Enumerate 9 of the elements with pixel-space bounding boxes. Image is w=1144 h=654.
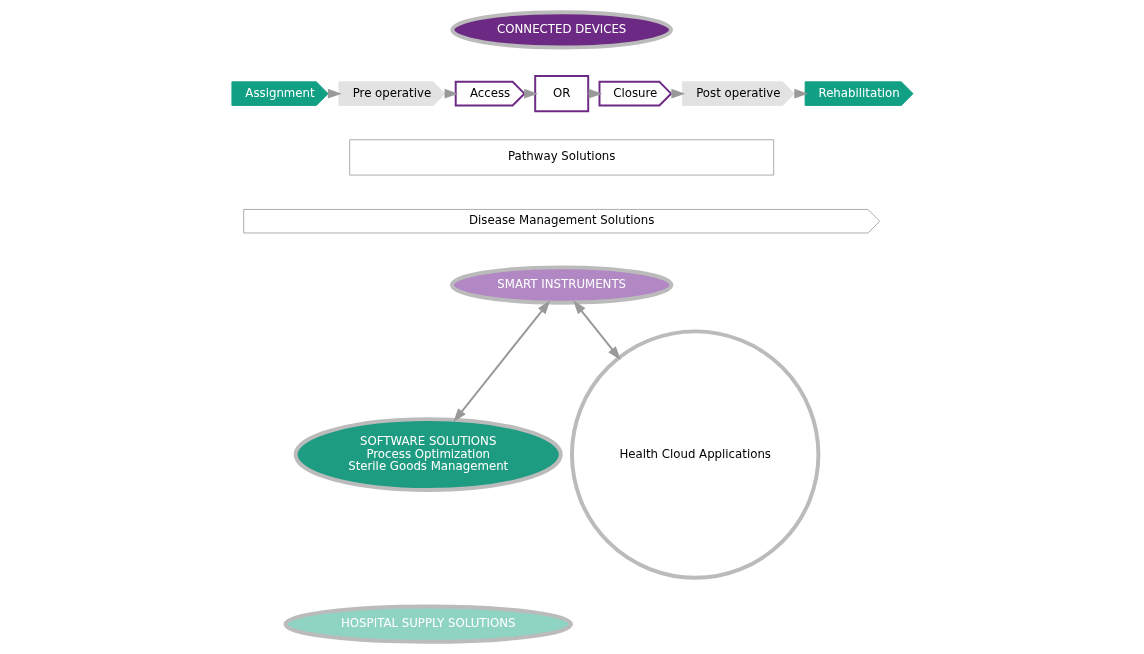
- node-circle: Health Cloud Applications: [569, 329, 820, 580]
- arrow: [572, 300, 621, 360]
- node-ellipse: HOSPITAL SUPPLY SOLUTIONS: [283, 604, 573, 644]
- node-ellipse: SOFTWARE SOLUTIONS Process Optimization Sterile Goods Management: [293, 417, 563, 492]
- node-ellipse: CONNECTED DEVICES: [449, 10, 673, 50]
- node-box: Pathway Solutions: [348, 139, 774, 176]
- arrow: [586, 88, 602, 99]
- node-ellipse: SMART INSTRUMENTS: [449, 265, 673, 305]
- arrow: [452, 300, 550, 422]
